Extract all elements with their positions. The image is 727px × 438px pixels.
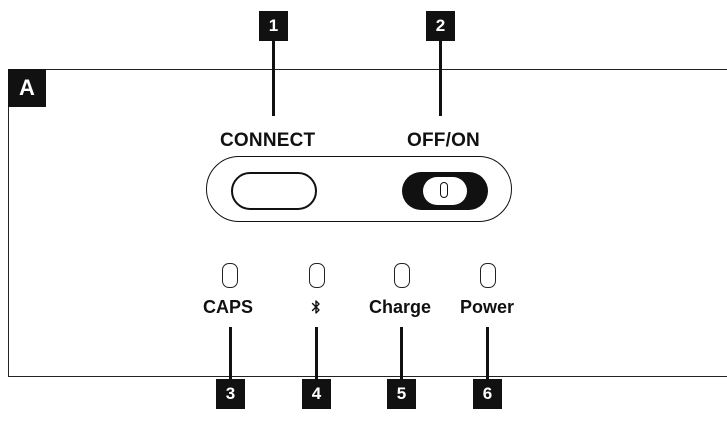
callout-badge-1: 1	[259, 11, 288, 41]
power-label: Power	[459, 297, 515, 317]
power-led	[480, 263, 496, 288]
callout-badge-3: 3	[216, 379, 245, 409]
charge-led	[394, 263, 410, 288]
callout-badge-4: 4	[302, 379, 331, 409]
leader-line-2	[439, 40, 442, 116]
off-on-label: OFF/ON	[407, 130, 480, 151]
leader-line-4	[315, 327, 318, 381]
device-panel	[8, 69, 727, 377]
callout-badge-2: 2	[426, 11, 455, 41]
bluetooth-led	[309, 263, 325, 288]
connect-button[interactable]	[231, 172, 317, 210]
caps-led	[222, 263, 238, 288]
callout-badge-5: 5	[387, 379, 416, 409]
leader-line-5	[400, 327, 403, 381]
switch-grip	[440, 182, 448, 198]
leader-line-6	[486, 327, 489, 381]
leader-line-3	[229, 327, 232, 381]
caps-label: CAPS	[202, 297, 254, 317]
power-switch[interactable]	[402, 172, 488, 210]
bluetooth-icon	[311, 300, 320, 314]
switch-knob	[423, 177, 467, 205]
callout-badge-6: 6	[473, 379, 502, 409]
connect-label: CONNECT	[220, 130, 316, 151]
panel-tag-a: A	[8, 69, 46, 107]
leader-line-1	[272, 40, 275, 116]
charge-label: Charge	[368, 297, 432, 317]
